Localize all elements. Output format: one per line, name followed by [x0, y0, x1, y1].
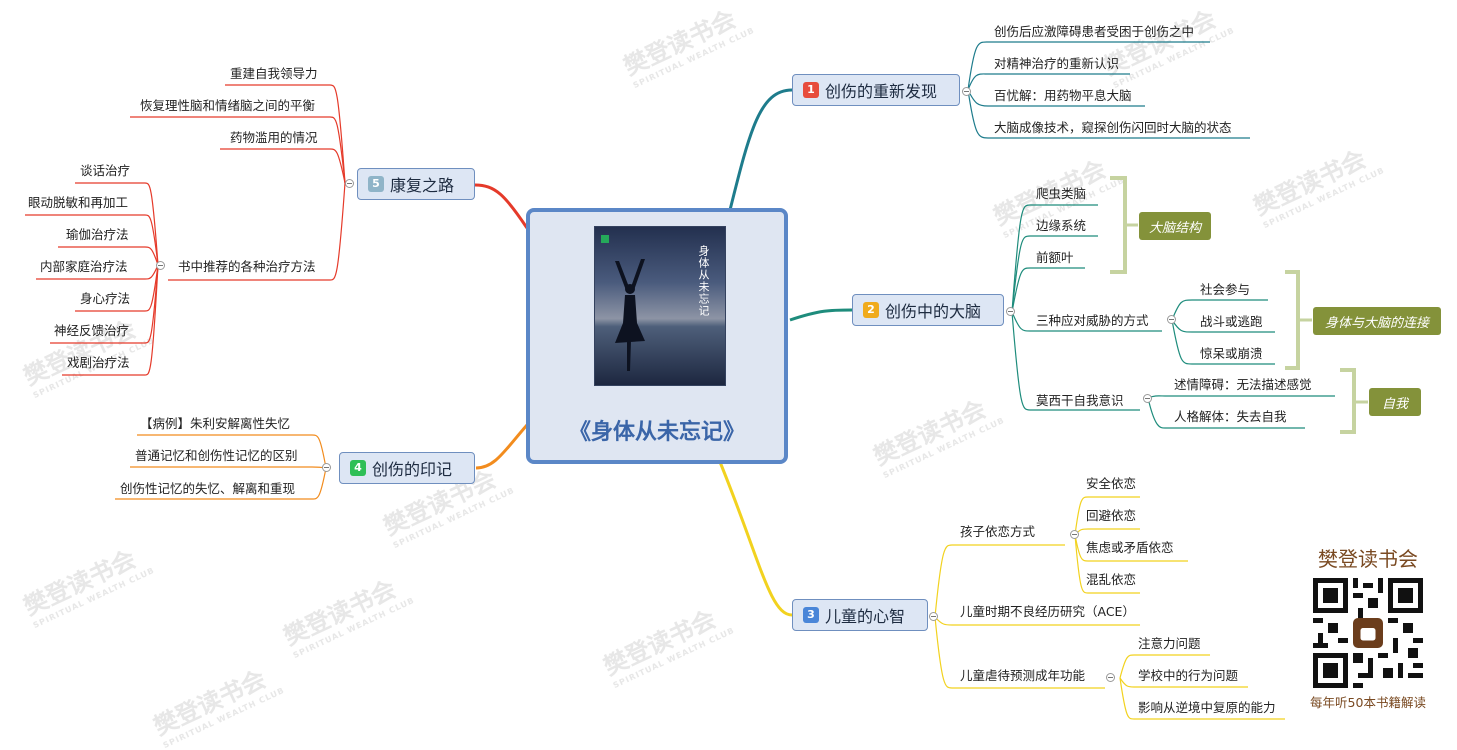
- topic-label: 创伤中的大脑: [885, 302, 982, 321]
- subtopic[interactable]: 儿童时期不良经历研究（ACE）: [960, 604, 1135, 619]
- subtopic[interactable]: 戏剧治疗法: [67, 355, 130, 370]
- collapse-toggle[interactable]: [1143, 394, 1152, 403]
- subtopic[interactable]: 社会参与: [1200, 282, 1251, 297]
- subtopic[interactable]: 普通记忆和创伤性记忆的区别: [135, 448, 298, 463]
- subtopic[interactable]: 混乱依恋: [1086, 572, 1137, 587]
- topic-number-badge: 5: [368, 176, 384, 192]
- subtopic[interactable]: 眼动脱敏和再加工: [28, 195, 129, 210]
- subtopic[interactable]: 回避依恋: [1086, 508, 1137, 523]
- collapse-toggle[interactable]: [962, 87, 971, 96]
- subtopic[interactable]: 创伤性记忆的失忆、解离和重现: [120, 481, 296, 496]
- subtopic[interactable]: 神经反馈治疗: [54, 323, 130, 338]
- dancer-silhouette: [615, 259, 645, 371]
- collapse-toggle[interactable]: [1006, 307, 1015, 316]
- subtopic[interactable]: 身心疗法: [80, 291, 131, 306]
- subtopic[interactable]: 述情障碍：无法描述感觉: [1174, 377, 1312, 392]
- subtopic[interactable]: 注意力问题: [1138, 636, 1201, 651]
- topic-label: 创伤的印记: [372, 460, 453, 479]
- topic-number-badge: 2: [863, 302, 879, 318]
- collapse-toggle[interactable]: [1070, 530, 1079, 539]
- subtopic[interactable]: 惊呆或崩溃: [1200, 346, 1263, 361]
- topic-number-badge: 1: [803, 82, 819, 98]
- subtopic[interactable]: 恢复理性脑和情绪脑之间的平衡: [140, 98, 316, 113]
- subtopic[interactable]: 对精神治疗的重新认识: [994, 56, 1120, 71]
- topic-label: 康复之路: [390, 176, 455, 195]
- qr-code[interactable]: [1313, 578, 1423, 688]
- brand-tagline: 每年听50本书籍解读: [1310, 695, 1426, 710]
- subtopic[interactable]: 儿童虐待预测成年功能: [960, 668, 1086, 683]
- subtopic[interactable]: 学校中的行为问题: [1138, 668, 1239, 683]
- qr-code-icon: [1313, 578, 1423, 688]
- subtopic[interactable]: 谈话治疗: [80, 163, 131, 178]
- subtopic[interactable]: 人格解体：失去自我: [1174, 409, 1287, 424]
- collapse-toggle[interactable]: [322, 463, 331, 472]
- subtopic[interactable]: 孩子依恋方式: [960, 524, 1036, 539]
- central-topic[interactable]: 身体从未忘记 《身体从未忘记》: [526, 208, 788, 464]
- topic-road-to-recovery[interactable]: 5 康复之路: [357, 168, 475, 200]
- subtopic[interactable]: 内部家庭治疗法: [40, 259, 128, 274]
- subtopic[interactable]: 【病例】朱利安解离性失忆: [140, 416, 291, 431]
- subtopic[interactable]: 重建自我领导力: [230, 66, 318, 81]
- subtopic[interactable]: 边缘系统: [1036, 218, 1087, 233]
- topic-label: 创伤的重新发现: [825, 82, 938, 101]
- topic-trauma-imprint[interactable]: 4 创伤的印记: [339, 452, 475, 484]
- brand-name: 樊登读书会: [1318, 547, 1418, 571]
- topic-label: 儿童的心智: [825, 607, 906, 626]
- topic-child-mind[interactable]: 3 儿童的心智: [792, 599, 928, 631]
- collapse-toggle[interactable]: [929, 612, 938, 621]
- subtopic[interactable]: 安全依恋: [1086, 476, 1137, 491]
- collapse-toggle[interactable]: [345, 179, 354, 188]
- subtopic[interactable]: 大脑成像技术，窥探创伤闪回时大脑的状态: [994, 120, 1232, 135]
- collapse-toggle[interactable]: [1106, 673, 1115, 682]
- subtopic[interactable]: 三种应对威胁的方式: [1036, 313, 1149, 328]
- subtopic[interactable]: 影响从逆境中复原的能力: [1138, 700, 1276, 715]
- subtopic[interactable]: 创伤后应激障碍患者受困于创伤之中: [994, 24, 1195, 39]
- topic-number-badge: 4: [350, 460, 366, 476]
- topic-trauma-rediscovery[interactable]: 1 创伤的重新发现: [792, 74, 960, 106]
- publisher-badge: [601, 235, 609, 243]
- collapse-toggle[interactable]: [156, 261, 165, 270]
- subtopic[interactable]: 前额叶: [1036, 250, 1074, 265]
- subtopic[interactable]: 爬虫类脑: [1036, 186, 1087, 201]
- subtopic[interactable]: 战斗或逃跑: [1200, 314, 1263, 329]
- subtopic[interactable]: 焦虑或矛盾依恋: [1086, 540, 1174, 555]
- summary-tag[interactable]: 身体与大脑的连接: [1313, 307, 1441, 335]
- collapse-toggle[interactable]: [1167, 315, 1176, 324]
- subtopic[interactable]: 书中推荐的各种治疗方法: [178, 259, 316, 274]
- brand-block: 樊登读书会 每年听50本书籍解读: [1303, 543, 1433, 711]
- subtopic[interactable]: 瑜伽治疗法: [66, 227, 129, 242]
- topic-brain-in-trauma[interactable]: 2 创伤中的大脑: [852, 294, 1004, 326]
- subtopic[interactable]: 药物滥用的情况: [230, 130, 318, 145]
- topic-number-badge: 3: [803, 607, 819, 623]
- subtopic[interactable]: 百忧解：用药物平息大脑: [994, 88, 1132, 103]
- central-title: 《身体从未忘记》: [568, 419, 745, 445]
- summary-tag[interactable]: 自我: [1369, 388, 1421, 416]
- subtopic[interactable]: 莫西干自我意识: [1036, 393, 1124, 408]
- book-cover: 身体从未忘记: [594, 226, 726, 386]
- cover-title: 身体从未忘记: [697, 245, 710, 317]
- summary-tag[interactable]: 大脑结构: [1139, 212, 1211, 240]
